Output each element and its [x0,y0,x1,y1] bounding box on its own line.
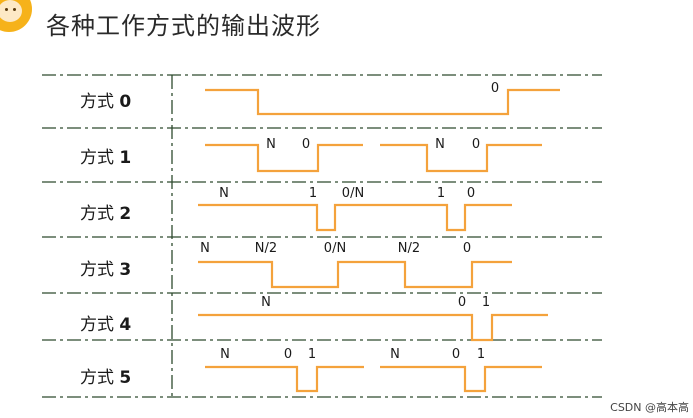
waveform-annotation: N [261,295,271,310]
mode-label: 方式 4 [80,315,131,335]
waveform-annotation: 0 [284,347,292,362]
waveform-annotation: N [266,137,276,152]
mode-label: 方式 3 [80,260,131,280]
waveform-annotation: N [219,186,229,201]
mode-label: 方式 2 [80,204,131,224]
mode-label: 方式 5 [80,368,131,388]
waveform-annotation: 0 [472,137,480,152]
waveform-annotation: 0 [491,81,499,96]
waveform-annotation: 1 [437,186,445,201]
waveform-annotation: 1 [309,186,317,201]
waveform-annotation: N [390,347,400,362]
watermark: CSDN @高本高 [610,401,689,414]
output-waveform [380,143,542,173]
output-waveform [205,365,364,393]
waveform-annotation: 1 [482,295,490,310]
waveform-annotation: 0 [463,241,471,256]
waveform-annotation: 0/N [342,186,364,201]
mode-label: 方式 0 [80,92,131,112]
output-waveform [205,88,560,116]
waveform-annotation: 1 [308,347,316,362]
output-waveform [198,203,512,232]
waveform-annotation: 0 [458,295,466,310]
waveform-annotation: N/2 [398,241,420,256]
waveform-annotation: 1 [477,347,485,362]
mode-label: 方式 1 [80,148,131,168]
output-waveform [198,313,548,342]
waveform-annotation: 0 [452,347,460,362]
mascot-face-icon [0,0,22,22]
output-waveform [198,260,512,289]
output-waveform [205,143,363,173]
waveform-annotation: N [200,241,210,256]
waveform-annotation: N [220,347,230,362]
waveform-annotation: N [435,137,445,152]
waveform-annotation: 0/N [324,241,346,256]
waveform-annotation: 0 [467,186,475,201]
output-waveform [380,365,542,393]
waveform-annotation: N/2 [255,241,277,256]
logo-icon [0,0,32,32]
page-title: 各种工作方式的输出波形 [46,12,321,40]
waveform-annotation: 0 [302,137,310,152]
